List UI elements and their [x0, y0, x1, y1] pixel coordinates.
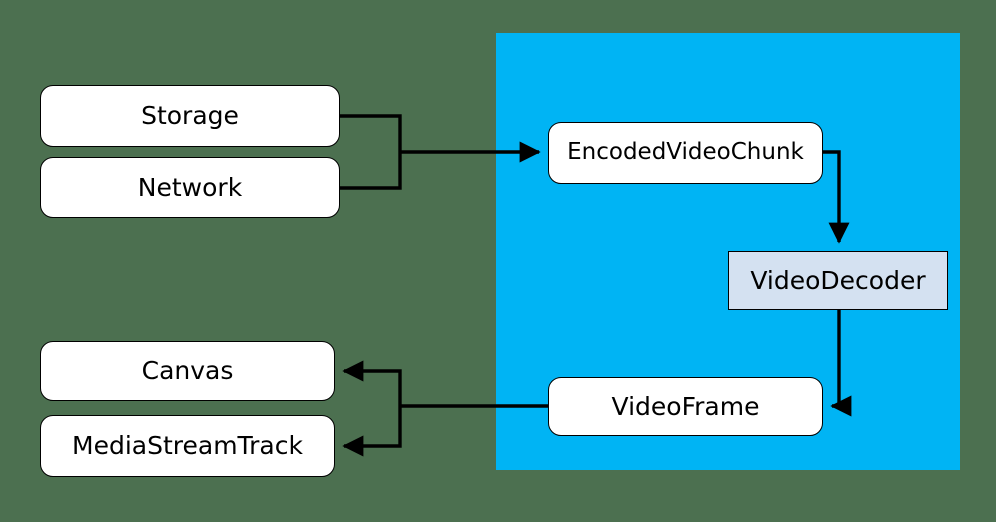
- node-storage-label: Storage: [141, 101, 239, 131]
- node-media-stream-track-label: MediaStreamTrack: [72, 431, 303, 461]
- node-video-frame-label: VideoFrame: [611, 391, 760, 421]
- node-storage[interactable]: Storage: [40, 85, 340, 147]
- node-video-decoder[interactable]: VideoDecoder: [728, 251, 948, 310]
- edge-network-to-encoded-video-chunk: [340, 152, 402, 190]
- node-video-decoder-label: VideoDecoder: [750, 265, 926, 295]
- edge-encoded-video-chunk-to-video-decoder: [823, 150, 850, 244]
- edge-video-frame-to-canvas: [342, 360, 402, 406]
- node-network-label: Network: [137, 172, 243, 202]
- node-canvas-label: Canvas: [141, 356, 234, 386]
- edge-video-frame-to-media-stream-track: [342, 406, 402, 457]
- node-video-frame[interactable]: VideoFrame: [548, 377, 823, 436]
- node-canvas[interactable]: Canvas: [40, 341, 335, 401]
- node-encoded-video-chunk[interactable]: EncodedVideoChunk: [548, 122, 823, 184]
- node-network[interactable]: Network: [40, 157, 340, 218]
- node-media-stream-track[interactable]: MediaStreamTrack: [40, 415, 335, 477]
- edge-storage-to-encoded-video-chunk: [340, 114, 402, 152]
- node-encoded-video-chunk-label: EncodedVideoChunk: [567, 139, 804, 166]
- edge-video-decoder-to-video-frame: [830, 310, 852, 417]
